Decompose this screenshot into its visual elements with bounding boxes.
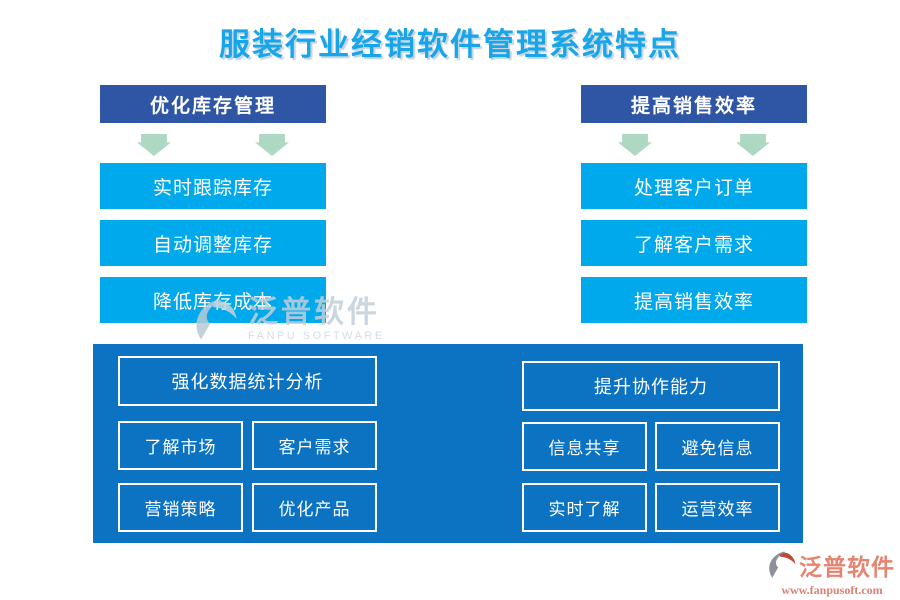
inventory-section: 优化库存管理 实时跟踪库存 自动调整库存 降低库存成本 xyxy=(100,85,326,334)
down-arrow-icon xyxy=(736,134,770,156)
sales-section: 提高销售效率 处理客户订单 了解客户需求 提高销售效率 xyxy=(581,85,807,334)
down-arrow-icon xyxy=(137,134,171,156)
data-analysis-cell: 优化产品 xyxy=(252,483,377,532)
sales-arrows xyxy=(581,134,807,156)
inventory-arrows xyxy=(100,134,326,156)
inventory-item: 降低库存成本 xyxy=(100,277,326,323)
footer-logo-url: www.fanpusoft.com xyxy=(781,583,883,597)
inventory-item: 自动调整库存 xyxy=(100,220,326,266)
sales-item: 提高销售效率 xyxy=(581,277,807,323)
down-arrow-icon xyxy=(618,134,652,156)
sales-item: 处理客户订单 xyxy=(581,163,807,209)
sales-section-header: 提高销售效率 xyxy=(581,85,807,123)
data-analysis-header: 强化数据统计分析 xyxy=(118,356,377,406)
fanpu-logo-icon xyxy=(767,550,797,580)
page-title: 服装行业经销软件管理系统特点 xyxy=(219,27,681,62)
data-analysis-cell: 客户需求 xyxy=(252,421,377,470)
collaboration-cell: 实时了解 xyxy=(522,483,647,532)
collaboration-cell: 避免信息 xyxy=(655,422,780,471)
collaboration-header: 提升协作能力 xyxy=(522,361,780,411)
sales-item: 了解客户需求 xyxy=(581,220,807,266)
collaboration-cell: 信息共享 xyxy=(522,422,647,471)
data-analysis-cell: 营销策略 xyxy=(118,483,243,532)
footer-logo-name: 泛普软件 xyxy=(799,554,895,580)
fanpu-footer-logo: 泛普软件 www.fanpusoft.com xyxy=(767,548,897,598)
down-arrow-icon xyxy=(255,134,289,156)
data-analysis-cell: 了解市场 xyxy=(118,421,243,470)
bottom-panel: 强化数据统计分析 了解市场 客户需求 营销策略 优化产品 提升协作能力 信息共享… xyxy=(93,344,803,543)
inventory-section-header: 优化库存管理 xyxy=(100,85,326,123)
inventory-item: 实时跟踪库存 xyxy=(100,163,326,209)
collaboration-cell: 运营效率 xyxy=(655,483,780,532)
